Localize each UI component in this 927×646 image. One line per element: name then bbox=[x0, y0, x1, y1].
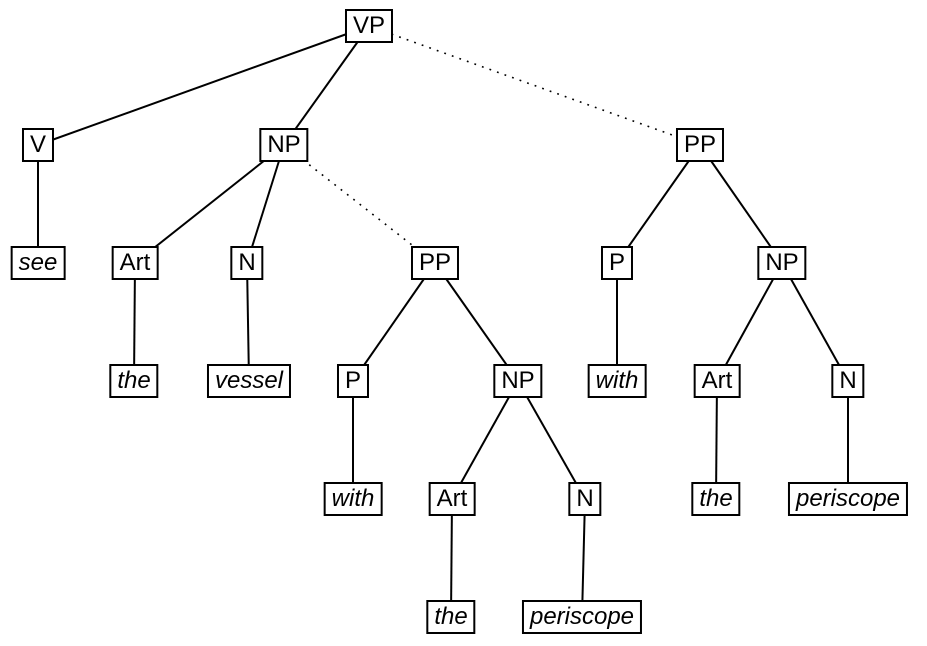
tree-edge-pp2-np3 bbox=[699, 144, 783, 264]
tree-node-np3: NP bbox=[757, 246, 807, 280]
tree-edge-pp2-p2 bbox=[616, 144, 701, 264]
tree-edge-np1-n1 bbox=[246, 144, 285, 264]
tree-node-np1: NP bbox=[259, 128, 309, 162]
tree-node-vp: VP bbox=[344, 9, 394, 43]
tree-edge-art2-the2 bbox=[450, 498, 453, 618]
tree-node-with2: with bbox=[587, 364, 647, 398]
tree-node-with1: with bbox=[323, 482, 383, 516]
tree-node-art2: Art bbox=[428, 482, 476, 516]
tree-node-the1: the bbox=[109, 364, 159, 398]
tree-node-periscope2: periscope bbox=[521, 600, 643, 634]
tree-node-n1: N bbox=[230, 246, 264, 280]
tree-edge-np3-n3 bbox=[781, 262, 849, 382]
tree-edge-np3-art3 bbox=[716, 262, 783, 382]
tree-edge-n1-vessel1 bbox=[246, 262, 250, 382]
tree-node-v: V bbox=[21, 128, 55, 162]
tree-node-see: see bbox=[10, 246, 66, 280]
tree-edge-np2-art2 bbox=[451, 380, 519, 500]
tree-edge-np2-n2 bbox=[517, 380, 586, 500]
tree-node-p1: P bbox=[336, 364, 370, 398]
tree-edge-pp1-np2 bbox=[434, 262, 519, 382]
tree-node-n3: N bbox=[831, 364, 865, 398]
tree-node-pp2: PP bbox=[675, 128, 725, 162]
tree-edge-vp-np1 bbox=[283, 25, 370, 146]
tree-node-pp1: PP bbox=[410, 246, 460, 280]
tree-edge-np1-art1 bbox=[134, 144, 285, 264]
tree-edge-pp1-p1 bbox=[352, 262, 436, 382]
tree-node-vessel1: vessel bbox=[206, 364, 292, 398]
tree-node-periscope3: periscope bbox=[787, 482, 909, 516]
tree-node-art1: Art bbox=[111, 246, 159, 280]
tree-edge-art3-the3 bbox=[715, 380, 718, 500]
tree-edge-vp-v bbox=[37, 25, 370, 146]
tree-node-p2: P bbox=[600, 246, 634, 280]
tree-edge-art1-the1 bbox=[133, 262, 136, 382]
tree-edge-n2-periscope2 bbox=[581, 498, 586, 618]
tree-node-np2: NP bbox=[493, 364, 543, 398]
tree-node-n2: N bbox=[568, 482, 602, 516]
tree-node-art3: Art bbox=[693, 364, 741, 398]
tree-node-the3: the bbox=[691, 482, 741, 516]
tree-node-the2: the bbox=[426, 600, 476, 634]
